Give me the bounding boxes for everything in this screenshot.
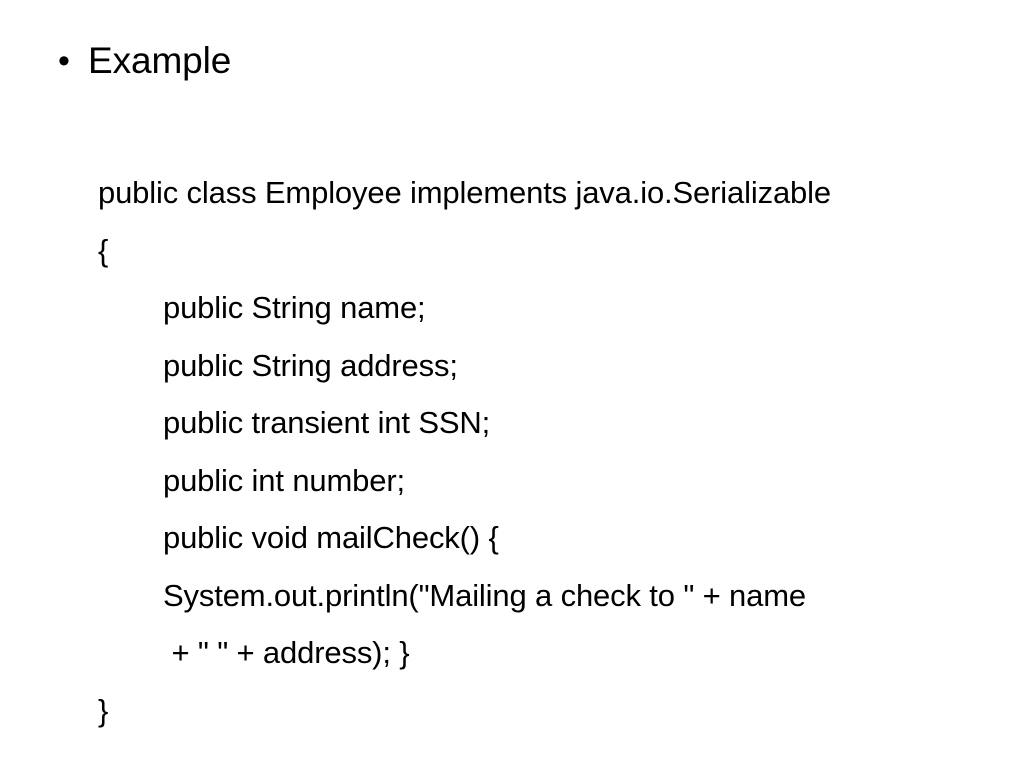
code-line: { [98,232,109,268]
bullet-point-icon: • [58,42,70,80]
code-listing: public class Employee implements java.io… [98,164,998,739]
code-line: public class Employee implements java.io… [98,175,831,210]
heading-text: Example [88,40,232,81]
code-line: public transient int SSN; [163,405,491,440]
code-line: public void mailCheck() { [163,520,499,555]
code-line: + " " + address); } [163,635,410,670]
bullet-heading: • Example [50,38,231,84]
code-line: public String name; [163,290,426,325]
code-line: System.out.println("Mailing a check to "… [163,577,806,613]
code-line: public int number; [163,462,405,498]
code-line: } [98,692,109,728]
code-line: public String address; [163,347,458,383]
